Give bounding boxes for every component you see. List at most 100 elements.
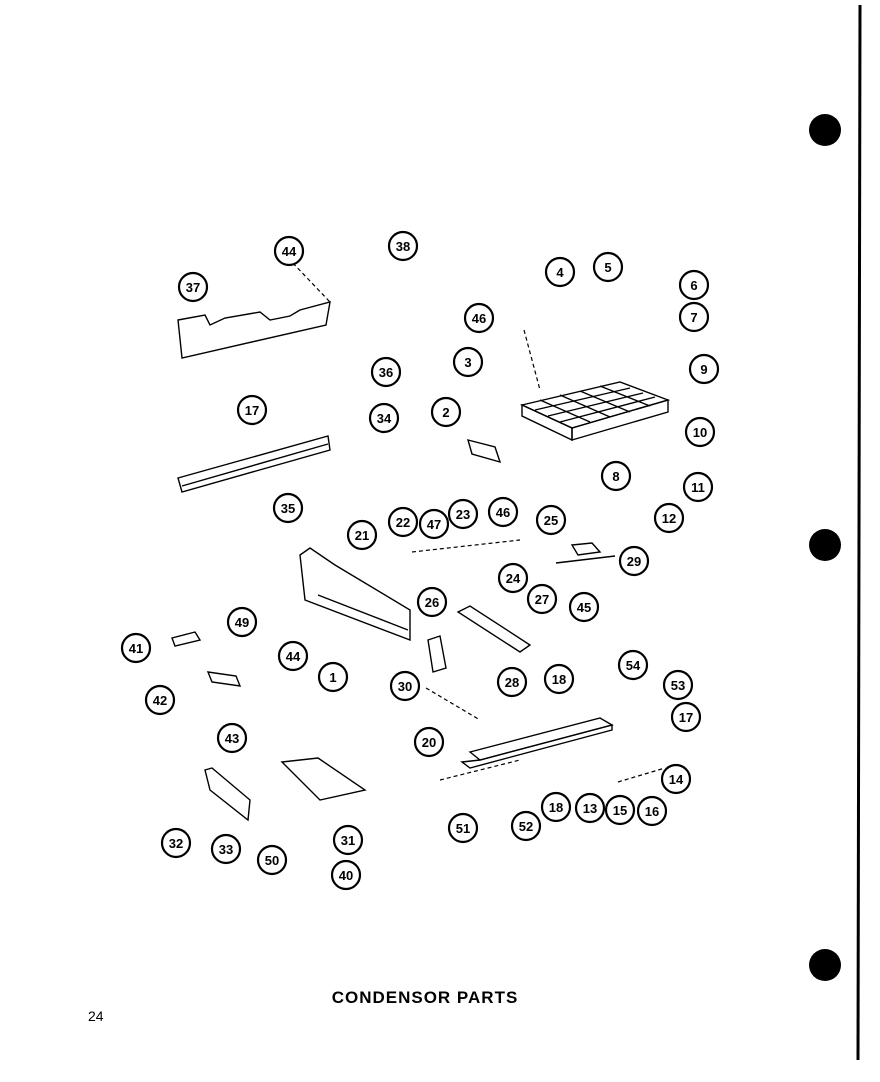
callout-circle [177,271,209,303]
callout-circle [684,416,716,448]
callout-circle [592,251,624,283]
callout-31: 31 [332,824,364,856]
callout-number: 45 [577,600,591,615]
callout-circle [447,498,479,530]
callout-46: 46 [463,302,495,334]
callout-number: 50 [265,853,279,868]
callout-49: 49 [226,606,258,638]
callout-number: 44 [286,649,301,664]
callout-circle [210,833,242,865]
callout-51: 51 [447,812,479,844]
callout-number: 44 [282,244,297,259]
callout-42: 42 [144,684,176,716]
callout-number: 38 [396,239,410,254]
part-30 [427,635,447,673]
callout-number: 40 [339,868,353,883]
callout-8: 8 [600,460,632,492]
callout-number: 9 [700,362,707,377]
callout-circle [416,586,448,618]
callout-13: 13 [574,792,606,824]
callout-2: 2 [430,396,462,428]
callout-17: 17 [670,701,702,733]
callout-circle [487,496,519,528]
callout-number: 17 [245,403,259,418]
callout-circle [544,256,576,288]
part-condenser-8 [519,381,671,442]
callout-number: 26 [425,595,439,610]
callout-14: 14 [660,763,692,795]
callout-number: 31 [341,833,355,848]
callout-30: 30 [389,670,421,702]
callout-number: 2 [442,405,449,420]
callout-number: 21 [355,528,369,543]
callout-number: 47 [427,517,441,532]
callout-circle [370,356,402,388]
callout-circle [496,666,528,698]
callout-38: 38 [387,230,419,262]
callout-circle [510,810,542,842]
callout-18: 18 [540,791,572,823]
callout-circle [144,684,176,716]
callout-34: 34 [368,402,400,434]
callout-15: 15 [604,794,636,826]
binder-hole [809,949,841,981]
page-number: 24 [88,1008,104,1024]
callout-20: 20 [413,726,445,758]
part-bracket-33 [204,767,251,822]
callout-number: 4 [556,265,564,280]
callout-21: 21 [346,519,378,551]
callout-44: 44 [273,235,305,267]
callout-27: 27 [526,583,558,615]
callout-circle [574,792,606,824]
binder-hole [809,114,841,146]
callout-number: 29 [627,554,641,569]
callout-9: 9 [688,353,720,385]
callout-number: 49 [235,615,249,630]
callout-number: 43 [225,731,239,746]
part-frame-1-edge [317,594,409,631]
callout-circle [387,230,419,262]
callout-number: 12 [662,511,676,526]
callout-number: 46 [496,505,510,520]
callout-circle [688,353,720,385]
callout-17: 17 [236,394,268,426]
callout-circle [346,519,378,551]
callout-number: 54 [626,658,641,673]
callout-36: 36 [370,356,402,388]
callout-number: 3 [464,355,471,370]
callout-circle [272,492,304,524]
callout-number: 7 [690,310,697,325]
binder-hole [809,529,841,561]
part-frame-1 [299,547,411,642]
callout-circle [273,235,305,267]
part-29 [570,542,602,556]
part-tray-20-lip [460,724,613,769]
callout-23: 23 [447,498,479,530]
callout-circle [387,506,419,538]
callout-circle [418,508,450,540]
callout-circle [653,502,685,534]
callout-circle [543,663,575,695]
callout-circle [678,269,710,301]
callout-1: 1 [317,661,349,693]
callout-43: 43 [216,722,248,754]
callout-circle [463,302,495,334]
callout-4: 4 [544,256,576,288]
callout-circle [526,583,558,615]
callout-46: 46 [487,496,519,528]
callout-26: 26 [416,586,448,618]
callout-circle [540,791,572,823]
callout-40: 40 [330,859,362,891]
callout-circle [600,460,632,492]
callout-16: 16 [636,795,668,827]
callout-circle [317,661,349,693]
callout-6: 6 [678,269,710,301]
callout-number: 36 [379,365,393,380]
callout-number: 46 [472,311,486,326]
callout-circle [660,763,692,795]
part-29-wire [555,555,616,564]
callout-circle [670,701,702,733]
callout-3: 3 [452,346,484,378]
